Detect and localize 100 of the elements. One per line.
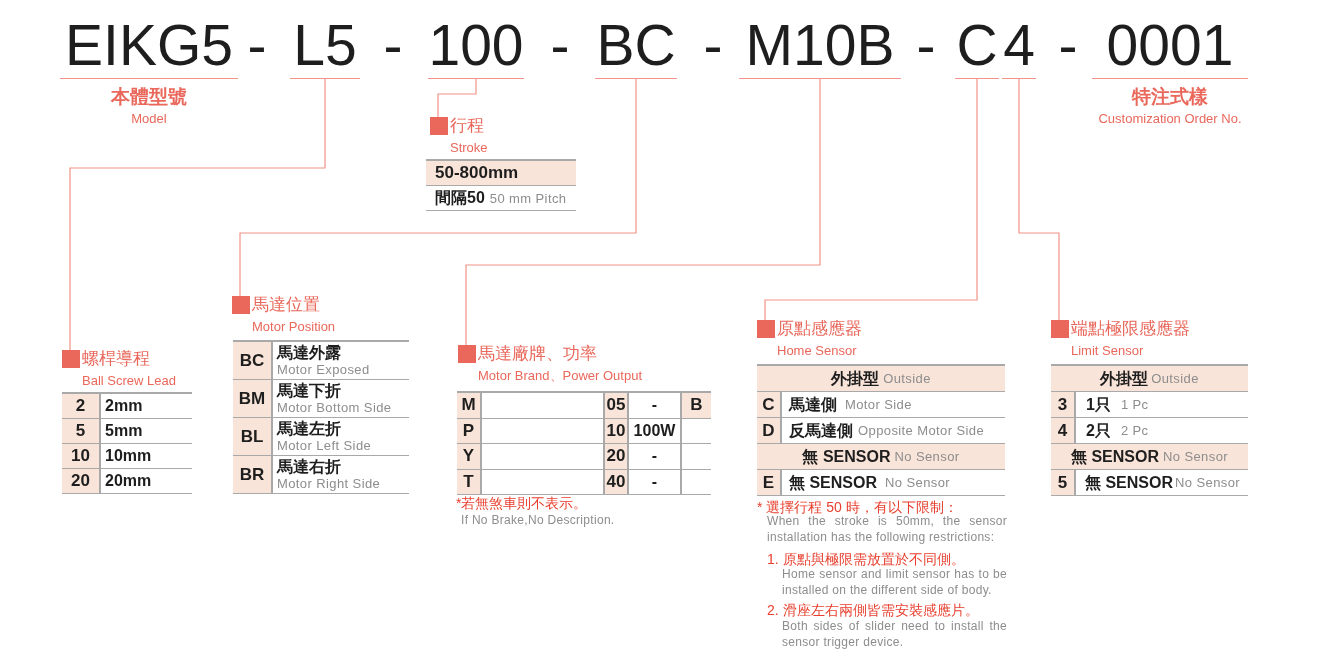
segment-caption-english: Customization Order No.	[1098, 111, 1242, 126]
code-cell: 4	[1051, 418, 1076, 443]
leader-line	[437, 78, 477, 118]
section-subtitle: Ball Screw Lead	[82, 373, 176, 388]
pitch-text: 間隔50	[435, 189, 485, 207]
section-title: 馬達位置	[252, 296, 320, 314]
english-text: No Sensor	[1163, 449, 1228, 464]
code-cell: BL	[233, 418, 273, 455]
section-title: 行程	[450, 117, 484, 135]
note-english: If No Brake,No Description.	[461, 513, 615, 529]
quantity-text: 2只	[1086, 421, 1111, 440]
english-text: Motor Side	[845, 397, 912, 412]
english-text: 1 Pc	[1120, 397, 1149, 412]
code-segment: EIKG5	[60, 17, 238, 79]
quantity-text: 無 SENSOR	[1085, 473, 1173, 492]
hyphen-separator: -	[383, 17, 403, 74]
code-cell: 40	[605, 469, 629, 494]
english-text: No Sensor	[894, 449, 960, 464]
code-cell: 3	[1051, 392, 1076, 417]
code-cell: E	[757, 470, 782, 495]
lead-value: 20mm	[105, 472, 152, 490]
power-value: 100W	[633, 421, 676, 440]
segment-caption: 本體型號	[111, 86, 187, 107]
code-cell: T	[457, 469, 482, 494]
code-segment: 4	[1002, 17, 1036, 79]
code-cell: 5	[62, 419, 101, 443]
code-segment: C	[955, 17, 999, 79]
note-english: Home sensor and limit sensor has to be installed on the different side of body.	[782, 567, 1007, 598]
note-english: When the stroke is 50mm, the sensor installation has the following restrictions:	[767, 514, 1007, 545]
code-cell: BM	[233, 380, 273, 417]
position-text: 馬達下折	[277, 382, 341, 400]
hyphen-separator: -	[1058, 17, 1078, 74]
note-text: 1. 原點與極限需放置於不同側。	[767, 551, 965, 567]
code-cell: 20	[62, 469, 101, 493]
hyphen-separator: -	[550, 17, 570, 74]
english-text: Opposite Motor Side	[858, 423, 985, 438]
code-cell: P	[457, 418, 482, 443]
code-cell: 5	[1051, 470, 1076, 495]
code-cell: Y	[457, 444, 482, 469]
code-cell: 10	[605, 418, 629, 443]
english-text: Motor Right Side	[277, 476, 381, 491]
note-text: *若無煞車則不表示。	[456, 495, 588, 511]
code-cell: 20	[605, 444, 629, 469]
sensor-side-text: 反馬達側	[789, 421, 853, 440]
code-segment: BC	[595, 17, 677, 79]
leader-line	[239, 78, 637, 297]
segment-caption: 特注式樣	[1132, 86, 1208, 107]
type-text: 無 SENSOR	[802, 447, 891, 466]
leader-line	[465, 78, 821, 346]
type-text: 無 SENSOR	[1070, 447, 1159, 466]
code-segment: 0001	[1092, 17, 1248, 79]
stroke-range-cell: 50-800mm	[426, 161, 576, 185]
english-text: No Sensor	[1175, 475, 1241, 490]
power-value: -	[651, 472, 658, 491]
code-cell: BC	[233, 342, 273, 379]
section-title: 螺桿導程	[82, 350, 150, 368]
section-subtitle: Motor Brand、Power Output	[478, 368, 643, 383]
english-text: 50 mm Pitch	[489, 190, 567, 206]
english-text: Motor Bottom Side	[277, 400, 392, 415]
leader-line	[764, 78, 978, 321]
hyphen-separator: -	[703, 17, 723, 74]
leader-line	[69, 78, 326, 351]
code-cell: C	[757, 392, 782, 417]
power-value: -	[651, 447, 658, 466]
type-text: 外掛型	[1100, 369, 1149, 388]
note-text: 2. 滑座左右兩側皆需安裝感應片。	[767, 602, 979, 618]
english-text: Outside	[1151, 371, 1199, 386]
english-text: Motor Left Side	[277, 438, 372, 453]
hyphen-separator: -	[247, 17, 267, 74]
hyphen-separator: -	[916, 17, 936, 74]
section-title: 馬達廠牌、功率	[478, 345, 597, 363]
section-title: 原點感應器	[777, 320, 862, 338]
section-subtitle: Limit Sensor	[1071, 343, 1144, 358]
lead-value: 2mm	[105, 397, 143, 415]
code-cell: 10	[62, 444, 101, 468]
lead-value: 5mm	[105, 422, 143, 440]
sensor-side-text: 馬達側	[789, 395, 837, 414]
sensor-side-text: 無 SENSOR	[789, 473, 877, 492]
code-cell: BR	[233, 456, 273, 493]
position-text: 馬達右折	[277, 458, 341, 476]
note-text: * 選擇行程 50 時，有以下限制：	[757, 499, 958, 515]
quantity-text: 1只	[1086, 395, 1111, 414]
leader-line	[1018, 78, 1060, 321]
note-english: Both sides of slider need to install the sensor trigger device.	[782, 619, 1007, 650]
code-cell: 2	[62, 394, 101, 418]
code-cell: B	[682, 393, 711, 418]
section-title: 端點極限感應器	[1071, 320, 1190, 338]
type-text: 外掛型	[831, 369, 880, 388]
section-subtitle: Stroke	[450, 140, 488, 155]
section-subtitle: Motor Position	[252, 319, 336, 334]
english-text: 2 Pc	[1120, 423, 1149, 438]
section-subtitle: Home Sensor	[777, 343, 857, 358]
english-text: No Sensor	[885, 475, 951, 490]
segment-caption-english: Model	[131, 111, 167, 126]
power-value: -	[651, 396, 658, 415]
code-segment: L5	[290, 17, 360, 79]
code-cell: D	[757, 418, 782, 443]
english-text: Motor Exposed	[277, 362, 370, 377]
code-cell: 05	[605, 393, 629, 418]
english-text: Outside	[883, 371, 931, 386]
